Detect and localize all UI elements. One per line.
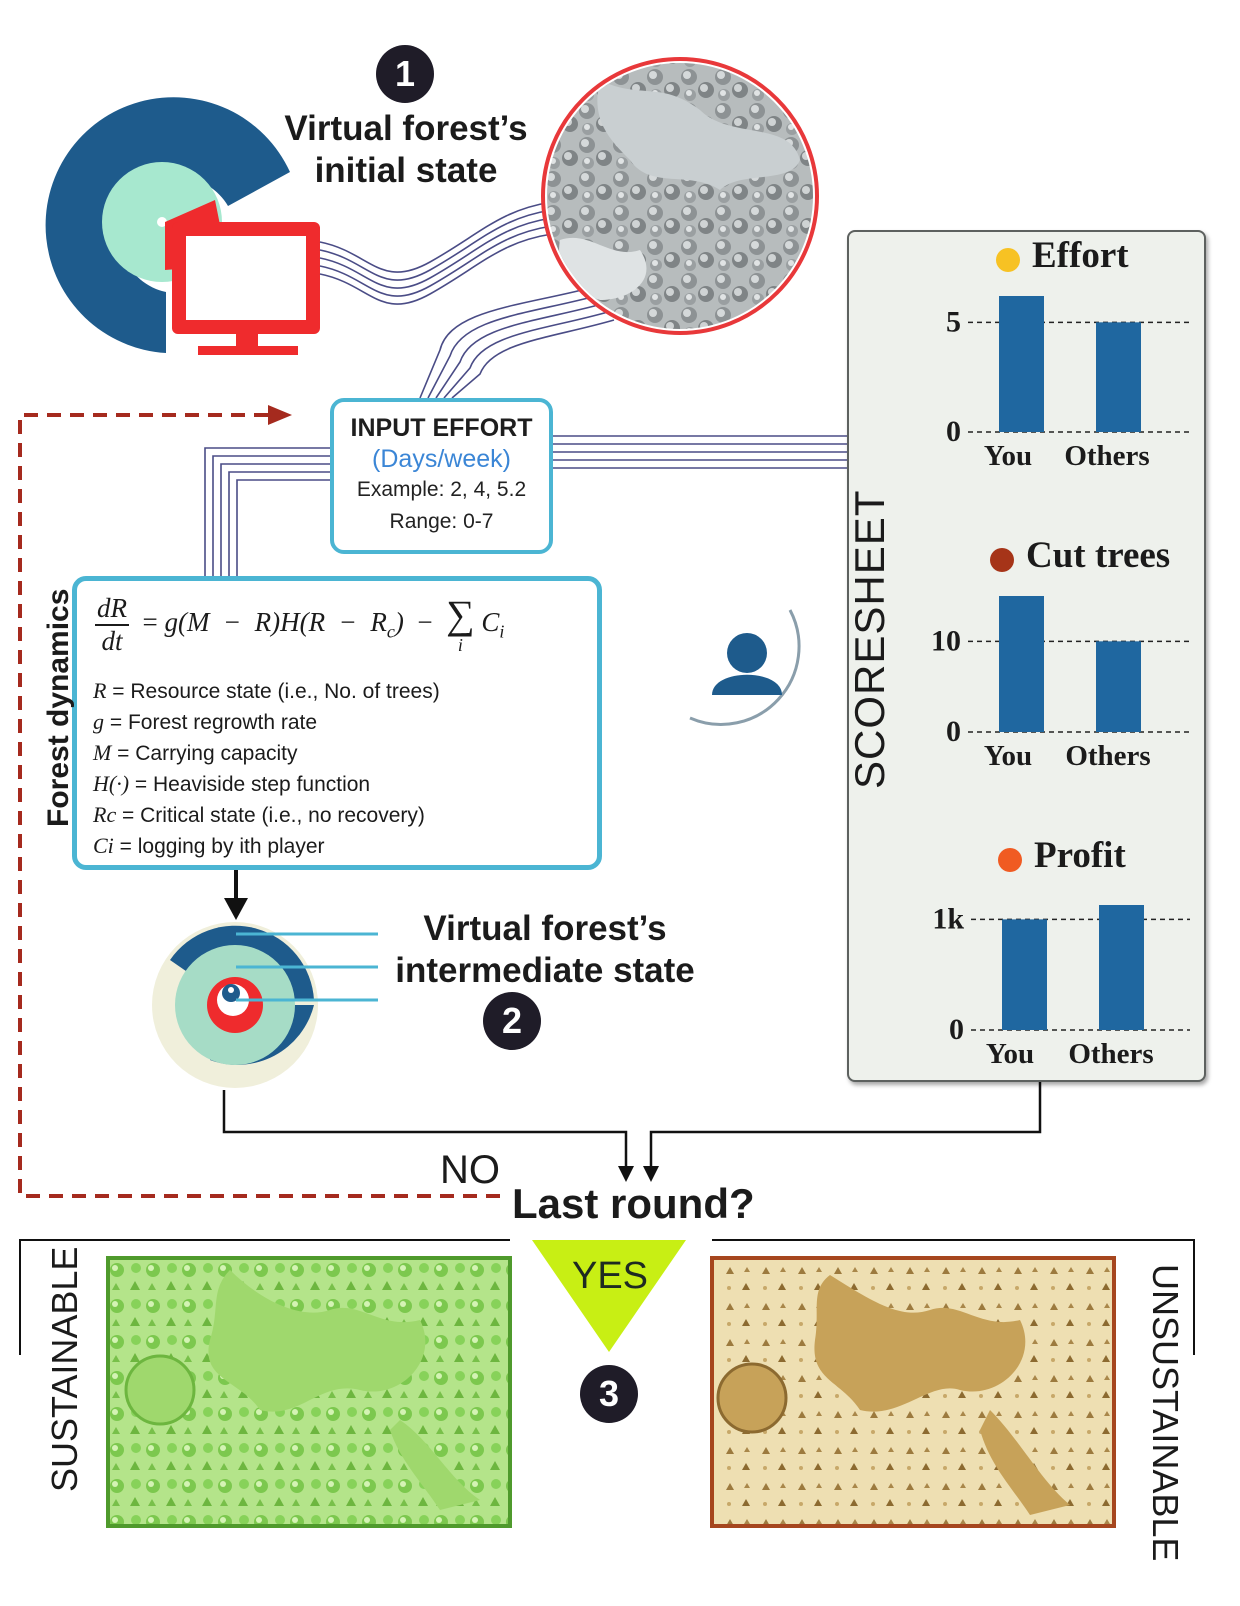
def-ci-text: = logging by ith player bbox=[119, 835, 325, 858]
effort-chart-title: Effort bbox=[1032, 235, 1129, 276]
profit-ytick-label: 0 bbox=[949, 1013, 964, 1046]
data-wires-input-scoresheet bbox=[547, 435, 847, 469]
step-1-title-line1: Virtual forest’s bbox=[284, 109, 528, 148]
def-g-symbol: g bbox=[93, 709, 104, 734]
cut-trees-category-label: You bbox=[984, 740, 1032, 772]
initial-forest-map bbox=[541, 57, 819, 335]
effort-dot-icon bbox=[996, 248, 1020, 272]
def-g-text: = Forest regrowth rate bbox=[109, 711, 318, 734]
no-label: NO bbox=[440, 1148, 500, 1192]
effort-ytick-label: 0 bbox=[946, 415, 961, 448]
input-effort-title: INPUT EFFORT bbox=[350, 414, 533, 442]
effort-bar-others bbox=[1096, 322, 1141, 432]
yes-label: YES bbox=[571, 1255, 649, 1297]
forest-dynamics-equation: dR dt = g(M − R)H(R − Rc) − ∑i Ci bbox=[95, 591, 505, 656]
def-h-symbol: H(·) bbox=[93, 771, 130, 796]
arrow-head-left bbox=[618, 1166, 634, 1182]
data-wires-monitor bbox=[319, 201, 553, 305]
def-rc-symbol: Rc bbox=[93, 802, 117, 827]
profit-category-label: Others bbox=[1068, 1038, 1153, 1070]
data-wires-circle-input bbox=[419, 287, 615, 399]
step-2-badge: 2 bbox=[483, 992, 541, 1050]
outcome-brackets bbox=[19, 1239, 1195, 1355]
effort-bar-you bbox=[999, 296, 1044, 432]
profit-ytick-label: 1k bbox=[932, 902, 964, 935]
profit-dot-icon bbox=[998, 848, 1022, 872]
equation-definitions: R = Resource state (i.e., No. of trees) … bbox=[93, 676, 440, 862]
forest-dynamics-equation-box: dR dt = g(M − R)H(R − Rc) − ∑i Ci R = Re… bbox=[72, 576, 602, 870]
def-m: M = Carrying capacity bbox=[93, 738, 440, 769]
def-h: H(·) = Heaviside step function bbox=[93, 769, 440, 800]
sustainable-forest-map bbox=[106, 1256, 512, 1528]
step-1-badge: 1 bbox=[376, 45, 434, 103]
player-avatar-icon bbox=[689, 609, 801, 726]
intermediate-state-graphic bbox=[152, 922, 378, 1088]
def-rc: Rc = Critical state (i.e., no recovery) bbox=[93, 800, 440, 831]
unsustainable-forest-map bbox=[710, 1256, 1116, 1528]
sustainable-label: SUSTAINABLE bbox=[44, 1246, 85, 1492]
cut-trees-dot-icon bbox=[990, 548, 1014, 572]
input-effort-range: Range: 0-7 bbox=[389, 510, 494, 533]
def-r-symbol: R bbox=[93, 678, 107, 703]
last-round-question: Last round? bbox=[512, 1180, 755, 1227]
cut-trees-ytick-label: 0 bbox=[946, 715, 961, 748]
def-ci: Ci = logging by ith player bbox=[93, 831, 440, 862]
cut-trees-bar-others bbox=[1096, 641, 1141, 732]
cut-trees-chart-title: Cut trees bbox=[1026, 535, 1171, 576]
input-effort-example: Example: 2, 4, 5.2 bbox=[356, 478, 527, 501]
def-r-text: = Resource state (i.e., No. of trees) bbox=[112, 680, 440, 703]
decision-connectors bbox=[222, 1082, 1042, 1168]
unsustainable-label: UNSUSTAINABLE bbox=[1145, 1264, 1186, 1562]
effort-ytick-label: 5 bbox=[946, 305, 961, 338]
def-ci-symbol: Ci bbox=[93, 833, 114, 858]
data-wires-input-equation bbox=[204, 447, 330, 578]
step-2-title: Virtual forest’s intermediate state bbox=[380, 908, 710, 992]
cut-trees-ytick-label: 10 bbox=[931, 624, 961, 657]
feedback-loop-arrow bbox=[18, 405, 500, 1198]
def-rc-text: = Critical state (i.e., no recovery) bbox=[122, 804, 425, 827]
computer-monitor-icon bbox=[172, 222, 320, 355]
def-r: R = Resource state (i.e., No. of trees) bbox=[93, 676, 440, 707]
effort-category-label: Others bbox=[1064, 440, 1149, 472]
profit-chart-title: Profit bbox=[1034, 835, 1126, 876]
def-h-text: = Heaviside step function bbox=[134, 773, 371, 796]
step-2-title-line1: Virtual forest’s bbox=[423, 909, 667, 948]
cut-trees-bar-you bbox=[999, 596, 1044, 732]
input-effort-unit: (Days/week) bbox=[372, 445, 511, 473]
profit-category-label: You bbox=[986, 1038, 1034, 1070]
cut-trees-category-label: Others bbox=[1065, 740, 1150, 772]
step-2-title-line2: intermediate state bbox=[395, 951, 695, 990]
step-1-title-line2: initial state bbox=[314, 151, 498, 190]
effort-category-label: You bbox=[984, 440, 1032, 472]
def-m-symbol: M bbox=[93, 740, 112, 765]
input-effort-box[interactable]: INPUT EFFORT (Days/week) Example: 2, 4, … bbox=[330, 398, 553, 554]
def-g: g = Forest regrowth rate bbox=[93, 707, 440, 738]
def-m-text: = Carrying capacity bbox=[117, 742, 298, 765]
yes-triangle bbox=[532, 1240, 686, 1352]
profit-bar-others bbox=[1099, 905, 1144, 1030]
arrow-head-right bbox=[643, 1166, 659, 1182]
step-3-badge: 3 bbox=[580, 1365, 638, 1423]
step-1-title: Virtual forest’s initial state bbox=[266, 108, 546, 192]
profit-bar-you bbox=[1002, 919, 1047, 1030]
